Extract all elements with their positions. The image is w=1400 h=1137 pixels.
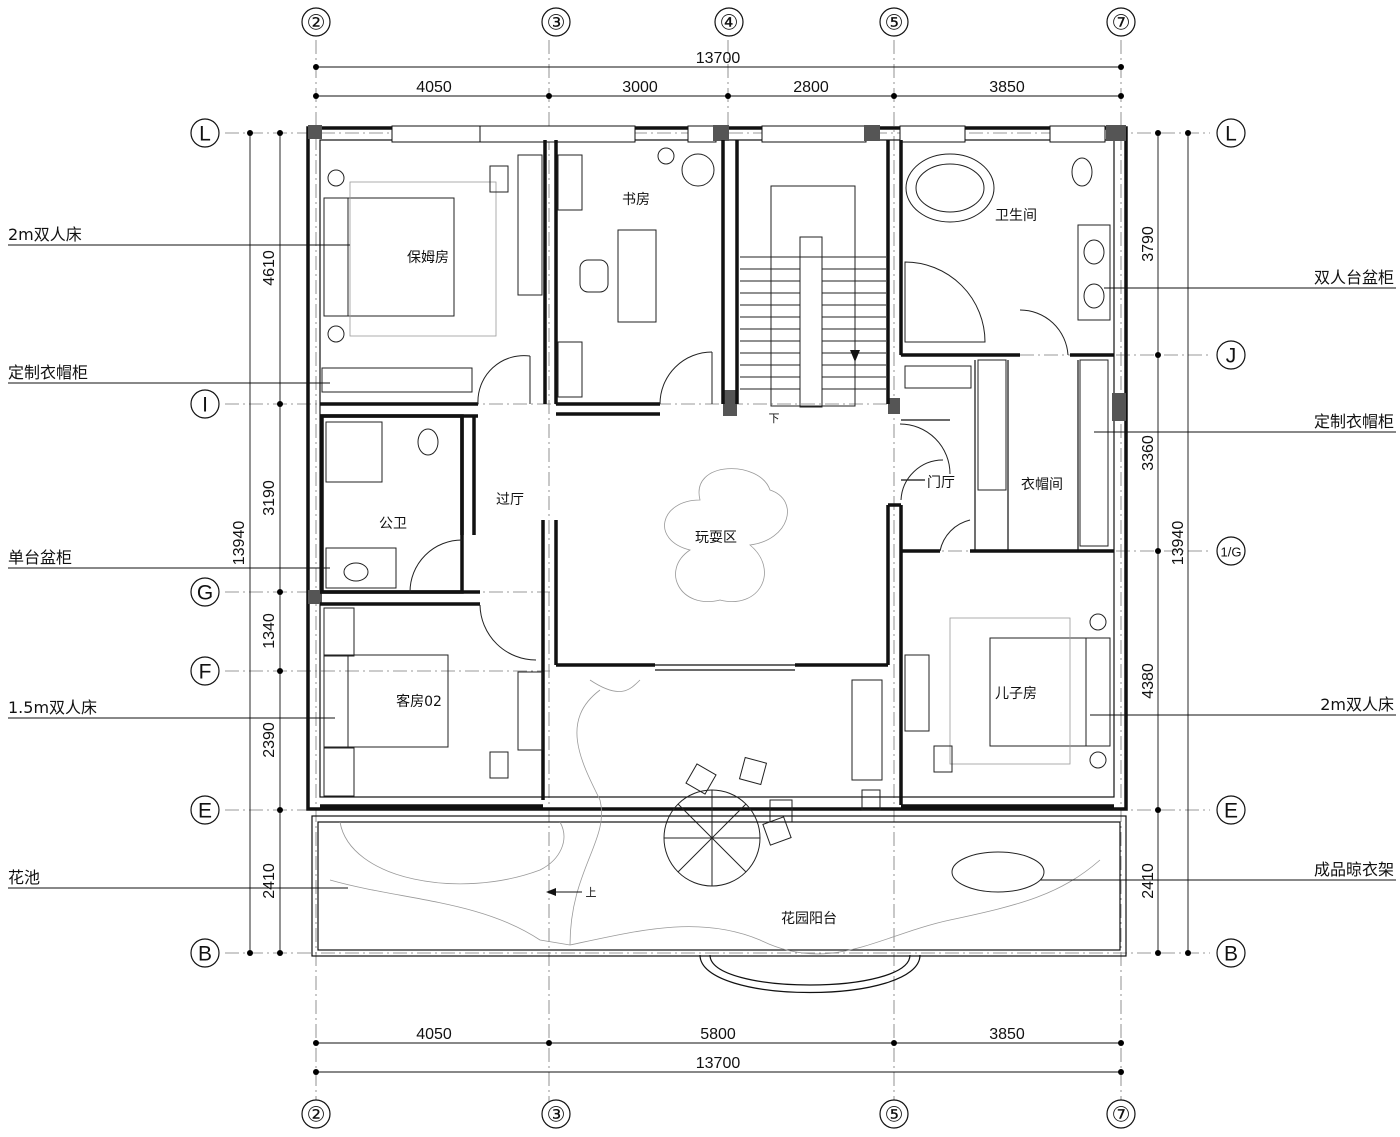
- room-public-wc: 公卫: [379, 516, 407, 532]
- ann-left-bed-2m: 2m双人床: [8, 225, 82, 244]
- ann-left-wardrobe: 定制衣帽柜: [8, 363, 88, 382]
- right-dimensions: 3790 3360 4380 2410 13940: [1140, 130, 1191, 956]
- room-play: 玩耍区: [695, 530, 737, 546]
- grid-row-L-left: L: [199, 123, 211, 146]
- dim-top-seg-1: 4050: [416, 79, 452, 96]
- room-guest: 客房02: [396, 693, 442, 710]
- top-dimensions: 13700 4050 3000 2800 3850: [313, 50, 1124, 99]
- ann-left-basin: 单台盆柜: [8, 548, 72, 567]
- dim-left-seg-1: 4610: [261, 250, 278, 286]
- grid-bubbles-bottom: ② ③ ⑤ ⑦: [301, 1099, 1136, 1129]
- left-dimensions: 13940 4610 3190 1340 2390 2410: [231, 130, 283, 956]
- ann-left-planter: 花池: [8, 868, 40, 887]
- room-study: 书房: [622, 192, 650, 208]
- grid-col-5-top: ⑤: [885, 12, 904, 35]
- interior-walls: [320, 140, 1114, 808]
- stair-down-label: 下: [769, 412, 780, 425]
- grid-row-B-left: B: [198, 943, 212, 966]
- grid-row-B-right: B: [1224, 943, 1238, 966]
- room-garden: 花园阳台: [781, 911, 837, 927]
- room-foyer: 门厅: [927, 475, 955, 491]
- doors: [409, 309, 1069, 661]
- grid-bubbles-left: L I G F E B: [190, 118, 220, 968]
- grid-row-1G-right: 1/G: [1221, 545, 1242, 560]
- grid-row-F-left: F: [199, 661, 212, 684]
- dim-top-seg-2: 3000: [622, 79, 658, 96]
- dim-bottom-seg-1: 4050: [416, 1026, 452, 1043]
- grid-row-L-right: L: [1225, 123, 1237, 146]
- grid-col-2-top: ②: [307, 12, 326, 35]
- grid-row-E-right: E: [1224, 800, 1238, 823]
- dim-bottom-seg-2: 5800: [700, 1026, 736, 1043]
- dim-bottom-seg-3: 3850: [989, 1026, 1025, 1043]
- ann-right-drying-rack: 成品晾衣架: [1314, 860, 1394, 879]
- furniture: [321, 147, 1111, 893]
- grid-row-E-left: E: [198, 800, 212, 823]
- stair-up-label: 上: [586, 886, 597, 899]
- dim-right-seg-4: 2410: [1140, 863, 1157, 899]
- room-closet: 衣帽间: [1021, 477, 1063, 493]
- grid-col-7-top: ⑦: [1112, 12, 1131, 35]
- dim-top-total: 13700: [696, 50, 741, 67]
- dim-left-seg-3: 1340: [261, 613, 278, 649]
- dim-right-seg-1: 3790: [1140, 226, 1157, 262]
- dim-left-seg-4: 2390: [261, 722, 278, 758]
- grid-row-I-left: I: [202, 394, 208, 417]
- dim-left-seg-5: 2410: [261, 863, 278, 899]
- annotations-left: 2m双人床 定制衣帽柜 单台盆柜 1.5m双人床 花池: [8, 225, 350, 889]
- dim-right-seg-3: 4380: [1140, 663, 1157, 699]
- dim-right-seg-2: 3360: [1140, 435, 1157, 471]
- ann-right-wardrobe: 定制衣帽柜: [1314, 412, 1394, 431]
- staircase: 下: [740, 185, 886, 425]
- ann-right-double-basin: 双人台盆柜: [1314, 268, 1394, 287]
- axis-lines: [225, 40, 1210, 1105]
- grid-col-2-bottom: ②: [307, 1104, 326, 1127]
- dim-bottom-total: 13700: [696, 1055, 741, 1072]
- room-nanny: 保姆房: [407, 250, 449, 266]
- grid-bubbles-top: ② ③ ④ ⑤ ⑦: [301, 7, 1136, 37]
- room-hall: 过厅: [496, 492, 524, 508]
- grid-row-J-right: J: [1226, 345, 1237, 368]
- grid-bubbles-right: L J 1/G E B: [1216, 118, 1246, 968]
- room-bath: 卫生间: [995, 208, 1037, 224]
- grid-col-3-top: ③: [547, 12, 566, 35]
- bottom-dimensions: 4050 5800 3850 13700: [313, 1026, 1124, 1075]
- dim-left-seg-2: 3190: [261, 480, 278, 516]
- grid-row-G-left: G: [197, 582, 213, 605]
- garden-balcony: 上: [311, 679, 1127, 994]
- dim-top-seg-3: 2800: [793, 79, 829, 96]
- exterior-walls: [306, 125, 1128, 811]
- ann-left-bed-15m: 1.5m双人床: [8, 698, 97, 717]
- dim-right-total: 13940: [1170, 521, 1187, 566]
- grid-col-3-bottom: ③: [547, 1104, 566, 1127]
- room-son: 儿子房: [995, 686, 1037, 702]
- ann-right-bed-2m: 2m双人床: [1320, 695, 1394, 714]
- annotations-right: 双人台盆柜 定制衣帽柜 2m双人床 成品晾衣架: [1040, 268, 1396, 881]
- grid-col-4-top: ④: [720, 12, 739, 35]
- dim-left-total: 13940: [231, 521, 248, 566]
- grid-col-7-bottom: ⑦: [1112, 1104, 1131, 1127]
- grid-col-5-bottom: ⑤: [885, 1104, 904, 1127]
- dim-top-seg-4: 3850: [989, 79, 1025, 96]
- room-labels: 保姆房 书房 卫生间 过厅 公卫 玩耍区 门厅 衣帽间 客房02 儿子房 花园阳…: [379, 192, 1063, 927]
